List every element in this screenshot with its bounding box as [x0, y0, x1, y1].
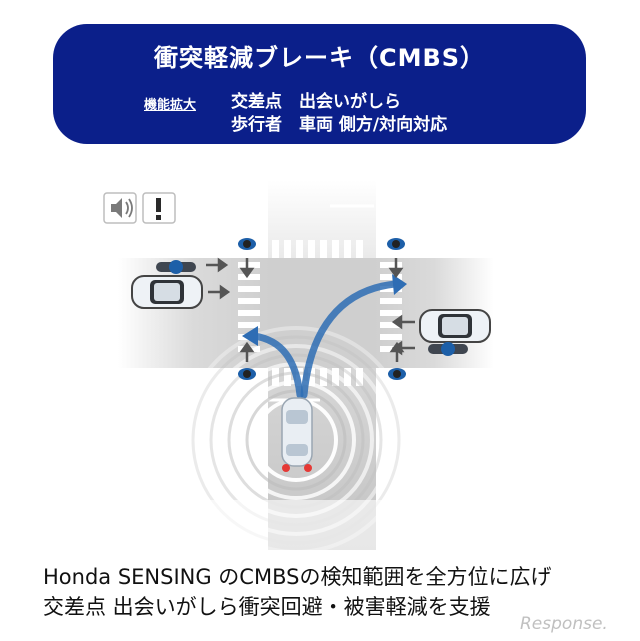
feature-tag: 機能拡大 — [144, 98, 197, 113]
pedestrian-top-left — [238, 238, 256, 250]
pedestrian-bottom-right — [388, 368, 406, 380]
caption-line-1: Honda SENSING のCMBSの検知範囲を全方位に広げ — [43, 565, 552, 589]
crosswalk-top — [272, 240, 363, 258]
banner-title: 衝突軽減ブレーキ（CMBS） — [153, 44, 486, 72]
speaker-icon — [103, 192, 137, 224]
right-motorcycle — [428, 342, 468, 356]
path-arrow-right-head — [392, 274, 407, 295]
right-car — [419, 309, 491, 343]
sensor-fade — [180, 500, 420, 550]
title-banner: 衝突軽減ブレーキ（CMBS） 機能拡大 交差点 出会いがしら 歩行者 車両 側方… — [53, 24, 586, 144]
pedestrian-bottom-left — [238, 368, 256, 380]
movement-arrows — [206, 257, 415, 362]
watermark: Response. — [520, 614, 608, 634]
crosswalk-right — [380, 262, 402, 352]
feature-line-1: 交差点 出会いがしら — [231, 92, 401, 112]
path-arrow-right — [300, 280, 399, 399]
host-car — [281, 397, 313, 472]
caption-line-2: 交差点 出会いがしら衝突回避・被害軽減を支援 — [43, 595, 491, 619]
feature-line-2: 歩行者 車両 側方/対向対応 — [231, 115, 448, 135]
pedestrian-top-right — [387, 238, 405, 250]
exclamation-icon — [142, 192, 176, 224]
path-arrow-left-head — [242, 326, 258, 346]
left-car — [131, 275, 203, 309]
path-arrow-left — [250, 332, 304, 399]
intersection-diagram — [103, 180, 494, 550]
left-motorcycle — [156, 260, 196, 274]
